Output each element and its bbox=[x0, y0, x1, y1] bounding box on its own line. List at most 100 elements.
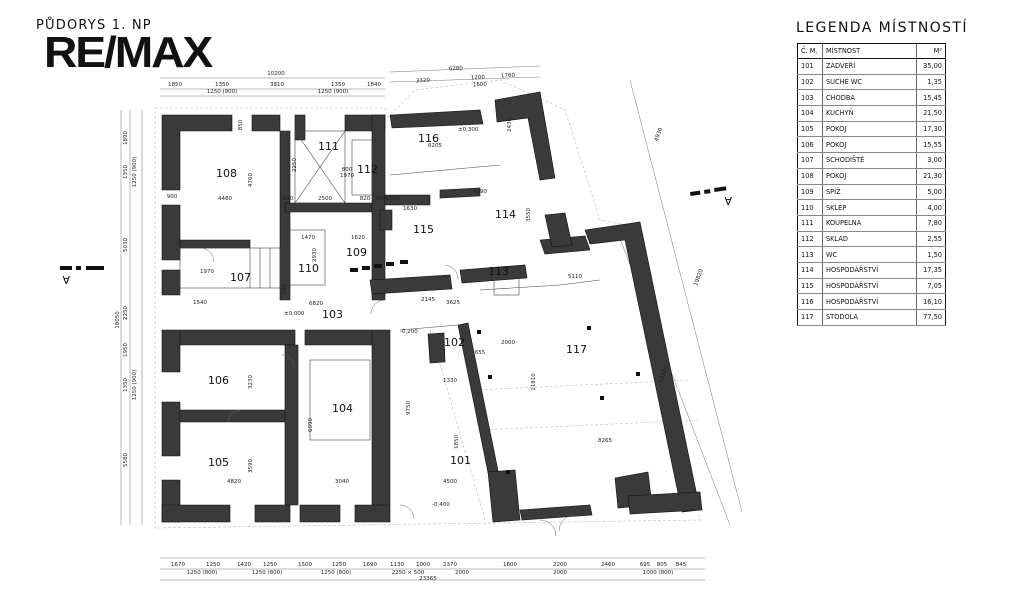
dimension-label: 1250 (800) bbox=[252, 570, 283, 576]
legend-room-area: 7,05 bbox=[916, 278, 946, 295]
dimension-label: 4480 bbox=[218, 196, 232, 202]
legend-room-number: 109 bbox=[797, 184, 823, 201]
dimension-label: 850 bbox=[238, 119, 244, 130]
legend-room-area: 5,00 bbox=[916, 184, 946, 201]
level-label: -0,200 bbox=[400, 329, 418, 335]
legend-room-number: 116 bbox=[797, 293, 823, 310]
dimension-label: 6820 bbox=[309, 301, 323, 307]
room-label-114: 114 bbox=[495, 208, 516, 221]
legend-room-number: 112 bbox=[797, 231, 823, 248]
legend-room-area: 1,50 bbox=[916, 246, 946, 263]
legend-room-number: 102 bbox=[797, 74, 823, 91]
dimension-label: 5110 bbox=[568, 274, 582, 280]
room-label-117: 117 bbox=[566, 343, 587, 356]
legend-room-name: SUCHÉ WC bbox=[822, 74, 917, 91]
dimension-label: 1850 bbox=[168, 82, 182, 88]
dimension-label: 1690 bbox=[363, 562, 377, 568]
dimension-label: 1540 bbox=[193, 300, 207, 306]
room-label-107: 107 bbox=[230, 271, 251, 284]
legend-room-area: 21,30 bbox=[916, 168, 946, 185]
dimension-label: 1970 bbox=[200, 269, 214, 275]
legend-room-number: 113 bbox=[797, 246, 823, 263]
room-label-101: 101 bbox=[450, 454, 471, 467]
remax-logo: RE/MAX bbox=[44, 28, 213, 77]
legend-room-number: 107 bbox=[797, 152, 823, 169]
dimension-label: 1470 bbox=[301, 235, 315, 241]
room-label-111: 111 bbox=[318, 140, 339, 153]
dimension-label: 1630 bbox=[403, 206, 417, 212]
dimension-label: 3230 bbox=[248, 375, 254, 389]
room-label-108: 108 bbox=[216, 167, 237, 180]
legend-room-number: 105 bbox=[797, 121, 823, 138]
dimension-label: 3810 bbox=[270, 82, 284, 88]
dimension-label: 1250 bbox=[206, 562, 220, 568]
legend-room-number: 115 bbox=[797, 278, 823, 295]
dimension-label: 1250 (800) bbox=[187, 570, 218, 576]
legend-room-name: WC bbox=[822, 246, 917, 263]
section-marks: A A bbox=[62, 194, 732, 286]
dimension-label: 6205 bbox=[428, 143, 442, 149]
dimension-label: 1350 bbox=[123, 165, 129, 179]
dimension-label: 1850 bbox=[454, 435, 460, 449]
legend-room-number: 106 bbox=[797, 136, 823, 154]
room-label-109: 109 bbox=[346, 246, 367, 259]
legend-room-number: 117 bbox=[797, 309, 823, 326]
legend-room-area: 17,30 bbox=[916, 121, 946, 138]
level-labels: ±0,000 -0,200 -0,400 ±0,300 bbox=[284, 127, 479, 508]
room-label-115: 115 bbox=[413, 223, 434, 236]
legend-room-name: SPÍŽ bbox=[822, 184, 917, 201]
dimension-label: 12310 bbox=[658, 365, 670, 384]
legend-room-area: 35,00 bbox=[916, 58, 946, 75]
dimension-label: 900 bbox=[167, 194, 178, 200]
legend-room-area: 1,35 bbox=[916, 74, 946, 91]
legend-room-name: SKLEP bbox=[822, 199, 917, 216]
dimension-label: 2250 × 500 bbox=[392, 570, 425, 576]
legend-room-name: POKOJ bbox=[822, 121, 917, 138]
dimension-label: 1250 (900) bbox=[318, 89, 349, 95]
dimension-label: 630 bbox=[283, 196, 294, 202]
dimension-label: 1600 bbox=[473, 82, 488, 89]
dimension-label: 2000 bbox=[455, 570, 469, 576]
dimension-label: 820 bbox=[360, 196, 371, 202]
plan-title: PŮDORYS 1. NP bbox=[36, 18, 152, 33]
dimension-label: 800 bbox=[342, 167, 353, 173]
dimension-label: 3320 bbox=[416, 78, 431, 85]
legend-room-name: SKLAD bbox=[822, 231, 917, 248]
dimension-label: 2250 bbox=[292, 158, 298, 172]
dimension-label: 845 bbox=[676, 562, 687, 568]
dimension-label: 1020 bbox=[386, 196, 400, 202]
dimension-label: 805 bbox=[657, 562, 668, 568]
dimension-label: 1840 bbox=[367, 82, 381, 88]
dimension-label: 1250 (900) bbox=[132, 370, 138, 401]
dimension-label: 10200 bbox=[267, 71, 285, 77]
dimension-label: 550 bbox=[282, 283, 288, 294]
room-labels: 101 102 103 104 105 106 107 108 109 110 … bbox=[208, 132, 587, 469]
legend-room-area: 17,35 bbox=[916, 262, 946, 279]
dimension-label: 4890 bbox=[473, 189, 487, 195]
level-label: ±0,300 bbox=[458, 127, 479, 133]
legend-room-name: HOSPODÁŘSTVÍ bbox=[822, 262, 917, 279]
legend-header-number: Č. M. bbox=[797, 43, 823, 59]
dimension-label: 1760 bbox=[501, 73, 516, 80]
room-label-105: 105 bbox=[208, 456, 229, 469]
dimension-label: 1200 bbox=[471, 75, 486, 82]
legend-header-row: Č. M. MÍSTNOST M² bbox=[797, 43, 946, 59]
dimension-label: 18050 bbox=[115, 311, 121, 329]
legend-header-room: MÍSTNOST bbox=[822, 43, 917, 59]
dimension-label: 5580 bbox=[123, 453, 129, 467]
dimension-label: 1670 bbox=[171, 562, 185, 568]
dimension-label: 4820 bbox=[227, 479, 241, 485]
dimension-label: 1250 bbox=[332, 562, 346, 568]
legend-header-area: M² bbox=[916, 43, 946, 59]
dimension-label: 8265 bbox=[598, 438, 612, 444]
legend-room-number: 108 bbox=[797, 168, 823, 185]
